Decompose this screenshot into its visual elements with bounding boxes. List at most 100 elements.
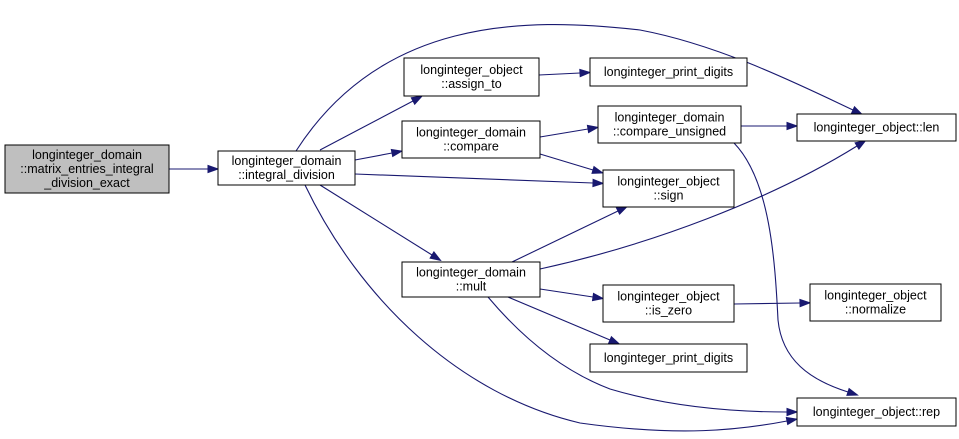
node-label-line: longinteger_print_digits	[604, 65, 733, 79]
node-box	[796, 113, 957, 142]
node-compare-unsigned[interactable]: longinteger_domain::compare_unsigned	[597, 105, 742, 144]
node-sign[interactable]: longinteger_object::sign	[602, 169, 735, 208]
node-box	[401, 120, 541, 159]
arrowhead-icon	[586, 124, 600, 134]
nodes-layer: longinteger_domain::matrix_entries_integ…	[4, 57, 957, 427]
node-label-line: longinteger_object	[420, 63, 523, 77]
edge-line	[354, 173, 594, 184]
node-label-line: ::matrix_entries_integral	[20, 162, 153, 176]
edge-line	[539, 153, 594, 171]
arrowhead-icon	[786, 407, 799, 417]
edge-line	[539, 128, 589, 138]
edge-compare_unsigned-to-len	[741, 121, 799, 131]
node-label-line: ::compare_unsigned	[613, 125, 726, 139]
node-rep[interactable]: longinteger_object::rep	[796, 397, 957, 427]
edge-line	[304, 184, 788, 432]
arrowhead-icon	[607, 335, 621, 345]
edge-line	[539, 288, 594, 298]
arrowhead-icon	[785, 416, 799, 426]
edge-line	[354, 152, 393, 161]
edge-mult-to-sign	[511, 206, 629, 263]
edge-mult-to-rep	[487, 296, 799, 417]
arrowhead-icon	[846, 387, 859, 396]
edge-line	[319, 184, 433, 256]
node-box	[589, 57, 748, 87]
edge-integral_division-to-compare	[354, 148, 404, 161]
node-label-line: longinteger_domain	[615, 111, 725, 125]
node-box	[401, 261, 541, 298]
edge-line	[507, 296, 611, 341]
node-label-line: longinteger_object::len	[814, 121, 940, 135]
node-compare[interactable]: longinteger_domain::compare	[401, 120, 541, 159]
node-print-digits-1[interactable]: longinteger_print_digits	[589, 57, 748, 87]
node-label-line: _division_exact	[43, 176, 130, 190]
arrowhead-icon	[854, 139, 867, 150]
edge-line	[733, 302, 801, 305]
arrowhead-icon	[786, 121, 799, 131]
node-label-line: longinteger_domain	[32, 148, 142, 162]
node-label-line: longinteger_print_digits	[604, 351, 733, 365]
edge-mult-to-is_zero	[539, 288, 605, 302]
edge-line	[539, 145, 858, 270]
arrowhead-icon	[615, 206, 629, 216]
edge-assign_to-to-print_digits_1	[538, 68, 592, 78]
node-label-line: ::sign	[654, 189, 684, 203]
arrowhead-icon	[850, 105, 864, 115]
node-label-line: ::mult	[456, 280, 487, 294]
node-normalize[interactable]: longinteger_object::normalize	[809, 283, 942, 322]
edge-line	[511, 210, 619, 263]
node-box	[809, 283, 942, 322]
node-print-digits-2[interactable]: longinteger_print_digits	[589, 343, 748, 373]
node-box	[602, 284, 735, 323]
node-label-line: longinteger_domain	[416, 126, 526, 140]
node-label-line: ::assign_to	[441, 77, 502, 91]
node-box	[217, 150, 356, 186]
node-box	[597, 105, 742, 144]
node-root[interactable]: longinteger_domain::matrix_entries_integ…	[4, 144, 170, 194]
edge-compare-to-compare_unsigned	[539, 124, 600, 138]
node-box	[4, 144, 170, 194]
edge-integral_division-to-rep	[304, 184, 799, 432]
arrowhead-icon	[410, 95, 424, 106]
edge-integral_division-to-len	[295, 23, 864, 152]
node-label-line: ::is_zero	[645, 304, 692, 318]
node-label-line: longinteger_domain	[416, 266, 526, 280]
node-box	[796, 397, 957, 427]
node-label-line: longinteger_domain	[232, 154, 342, 168]
node-assign-to[interactable]: longinteger_object::assign_to	[403, 57, 540, 97]
edge-integral_division-to-assign_to	[319, 95, 424, 151]
node-box	[589, 343, 748, 373]
edge-compare-to-sign	[539, 153, 605, 174]
arrowhead-icon	[591, 165, 605, 174]
node-label-line: ::integral_division	[238, 168, 335, 182]
arrowhead-icon	[429, 251, 442, 262]
arrowhead-icon	[579, 68, 592, 78]
node-mult[interactable]: longinteger_domain::mult	[401, 261, 541, 298]
node-integral-division[interactable]: longinteger_domain::integral_division	[217, 150, 356, 186]
node-is-zero[interactable]: longinteger_object::is_zero	[602, 284, 735, 323]
node-box	[403, 57, 540, 97]
arrowhead-icon	[592, 178, 605, 188]
arrowhead-icon	[390, 148, 404, 158]
node-len[interactable]: longinteger_object::len	[796, 113, 957, 142]
edge-line	[487, 296, 788, 413]
edge-compare_unsigned-to-rep	[733, 142, 859, 396]
edge-integral_division-to-sign	[354, 173, 605, 188]
edge-line	[733, 142, 849, 393]
edge-integral_division-to-mult	[319, 184, 442, 262]
edges-layer	[169, 23, 867, 432]
arrowhead-icon	[591, 292, 605, 302]
edge-mult-to-len	[539, 139, 867, 270]
edge-is_zero-to-normalize	[733, 298, 812, 308]
arrowhead-icon	[799, 298, 812, 308]
node-label-line: longinteger_object	[824, 289, 927, 303]
node-label-line: longinteger_object	[617, 175, 720, 189]
arrowhead-icon	[207, 164, 220, 174]
node-label-line: longinteger_object	[617, 290, 720, 304]
edge-line	[319, 100, 414, 151]
node-label-line: ::compare	[443, 140, 499, 154]
node-label-line: longinteger_object::rep	[813, 405, 940, 419]
edge-line	[538, 72, 581, 76]
edge-line	[295, 23, 854, 152]
